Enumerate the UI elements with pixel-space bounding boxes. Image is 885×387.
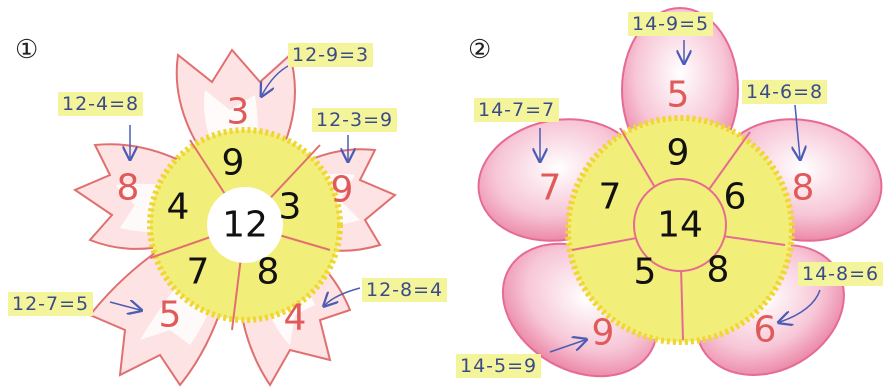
flower1-inner-left: 4 bbox=[167, 187, 190, 228]
flower1-outer-left: 8 bbox=[117, 168, 140, 209]
flower2-inner-top: 9 bbox=[667, 133, 690, 174]
problem-label-2: ② bbox=[468, 35, 491, 65]
flower1-center: 12 bbox=[222, 205, 268, 246]
flower1-outer-right: 9 bbox=[331, 170, 354, 211]
flower2-inner-right: 6 bbox=[724, 177, 747, 218]
flower1-eq-bottom-right: 12-8=4 bbox=[362, 278, 447, 302]
flower2-center: 14 bbox=[657, 205, 703, 246]
flower2-eq-bottom-right: 14-8=6 bbox=[798, 262, 883, 286]
flower1-inner-top: 9 bbox=[222, 143, 245, 184]
problem-label-1: ① bbox=[15, 35, 38, 65]
flower2-inner-left: 7 bbox=[599, 177, 622, 218]
flower1-eq-right: 12-3=9 bbox=[312, 108, 397, 132]
flower1-outer-bottom-right: 4 bbox=[284, 298, 307, 339]
flower2-outer-right: 8 bbox=[792, 168, 815, 209]
flower2-inner-bottom-left: 5 bbox=[634, 252, 657, 293]
flower2-inner-bottom-right: 8 bbox=[707, 250, 730, 291]
flower2-eq-bottom-left: 14-5=9 bbox=[456, 354, 541, 378]
flower1-outer-top: 3 bbox=[227, 92, 250, 133]
flower2-outer-top: 5 bbox=[667, 75, 690, 116]
flower2-outer-left: 7 bbox=[539, 168, 562, 209]
flower2-outer-bottom-left: 9 bbox=[592, 313, 615, 354]
flower1-eq-bottom-left: 12-7=5 bbox=[8, 292, 93, 316]
flower1-inner-right: 3 bbox=[279, 187, 302, 228]
flower-2 bbox=[469, 8, 885, 387]
flower2-eq-top: 14-9=5 bbox=[628, 12, 713, 36]
flower1-eq-left: 12-4=8 bbox=[58, 92, 143, 116]
flower2-eq-left: 14-7=7 bbox=[474, 98, 559, 122]
flower2-outer-bottom-right: 6 bbox=[754, 310, 777, 351]
flower1-outer-bottom-left: 5 bbox=[159, 295, 182, 336]
flower1-inner-bottom-right: 8 bbox=[257, 252, 280, 293]
flower1-eq-top: 12-9=3 bbox=[288, 43, 373, 67]
flower1-inner-bottom-left: 7 bbox=[187, 252, 210, 293]
flower2-eq-right: 14-6=8 bbox=[742, 80, 827, 104]
